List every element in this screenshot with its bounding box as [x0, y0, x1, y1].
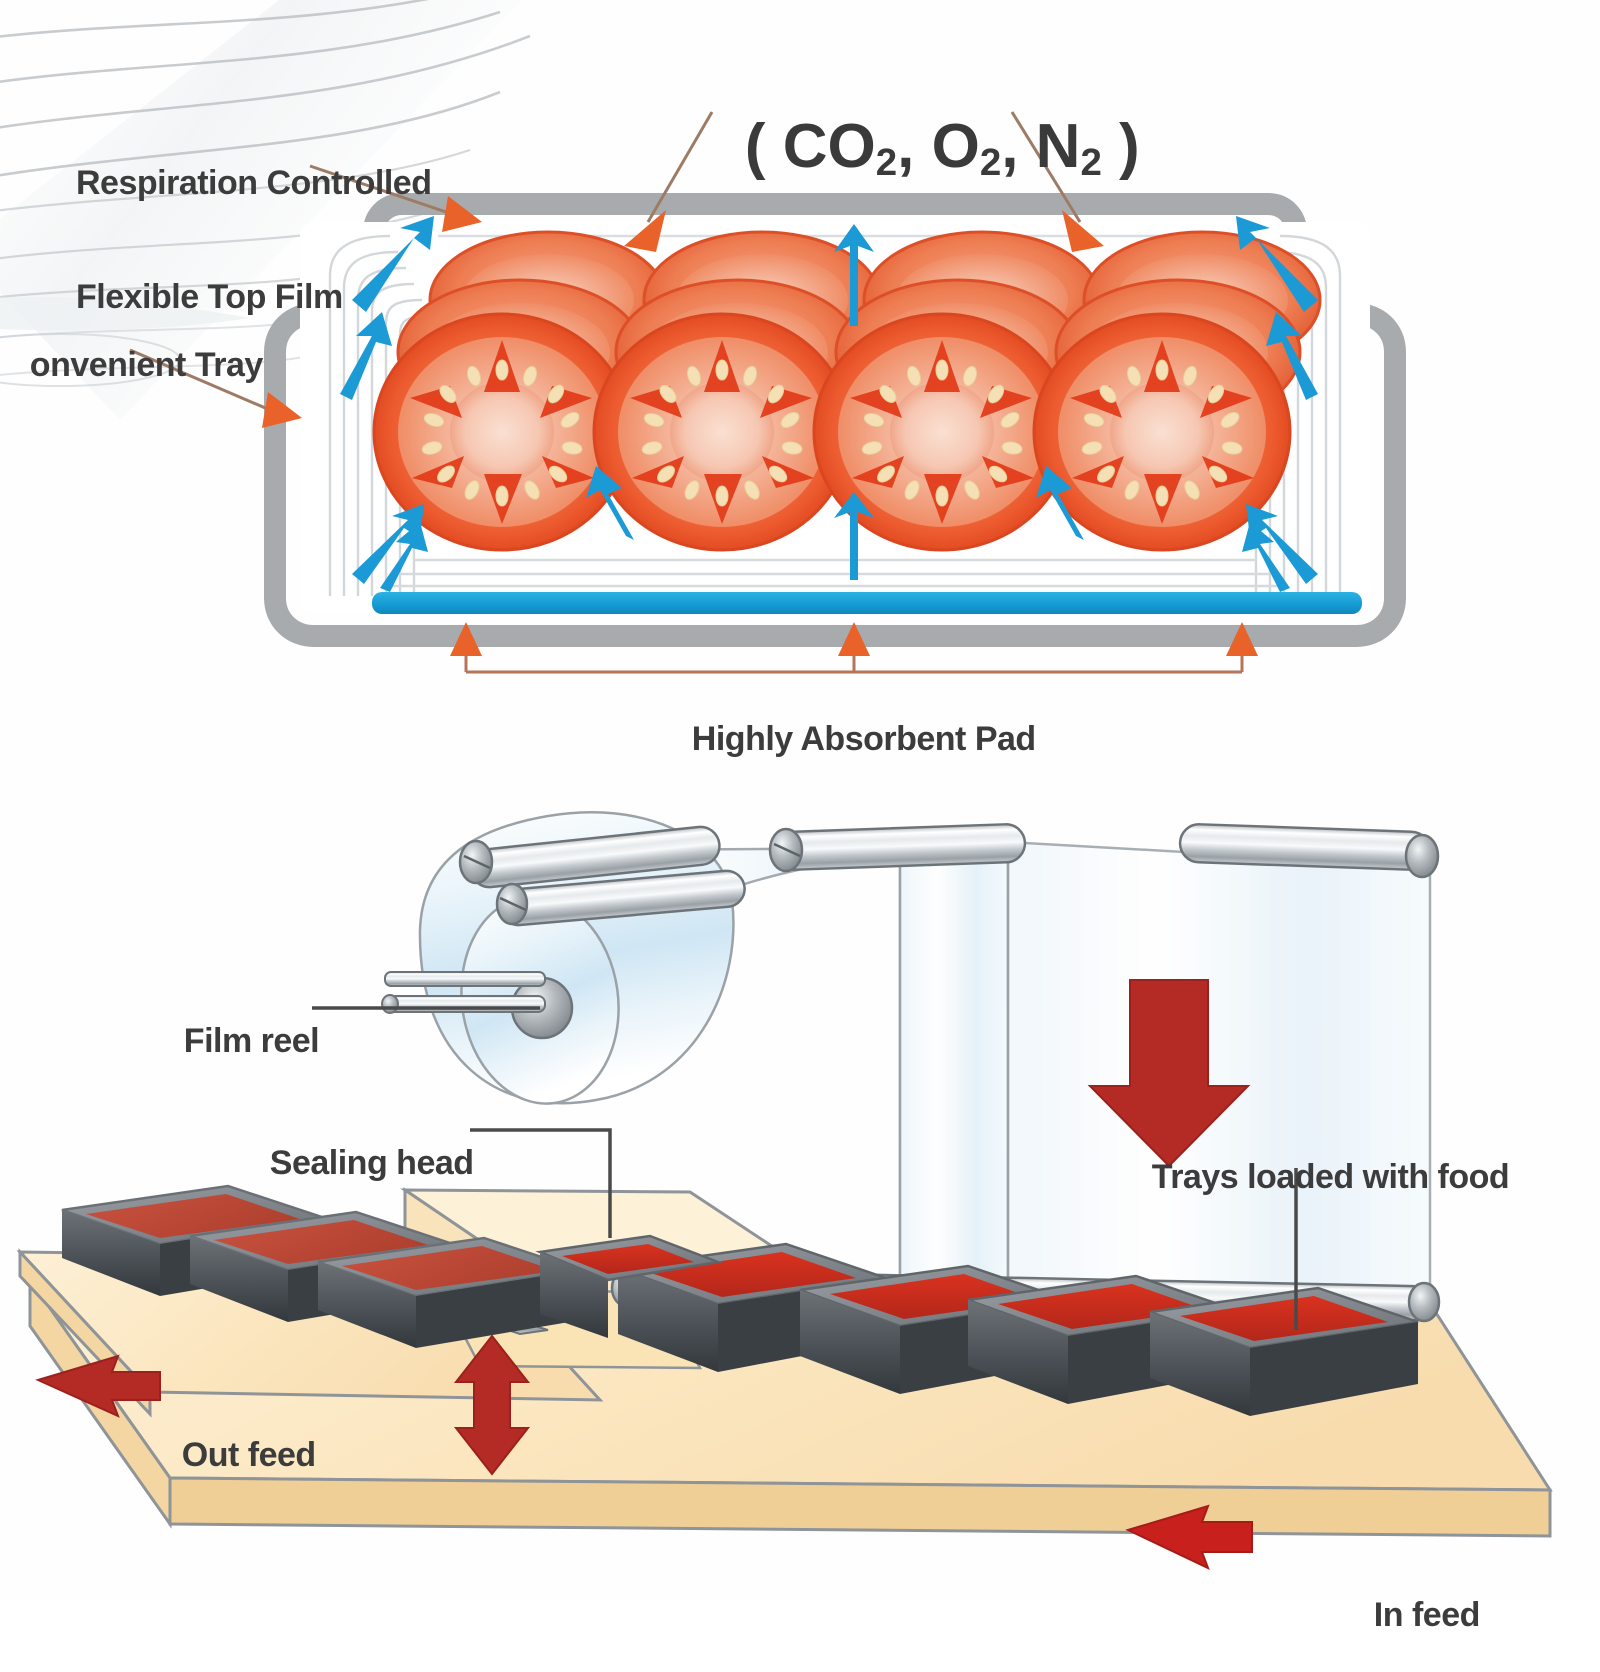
callout-convenient-tray: onvenient Tray [0, 308, 263, 422]
tomato-column-4 [1032, 230, 1322, 552]
process-arrows [35, 1334, 1253, 1570]
absorbent-pad-bar [372, 592, 1362, 614]
roller [458, 825, 721, 889]
callout-trays-loaded-text: Trays loaded with food [1151, 1158, 1510, 1197]
callout-top-film-line1: Respiration Controlled [76, 164, 432, 203]
callout-top-film: Respiration Controlled Flexible Top Film [76, 88, 432, 393]
tomato-column-3 [812, 230, 1102, 552]
film-direction-arrow-down [1087, 979, 1251, 1168]
film-reel-assembly [381, 811, 1441, 1323]
gas-o2: O2 [931, 112, 1002, 185]
in-feed-arrow [1125, 1504, 1253, 1570]
gas-n2: N2 [1035, 112, 1102, 185]
bottom-callout-leaders [312, 1006, 1298, 1330]
callout-absorbent-pad-text: Highly Absorbent Pad [691, 720, 1036, 759]
roller [768, 823, 1027, 873]
callout-film-reel-text: Film reel [183, 1022, 320, 1061]
sealed-tray [317, 1236, 582, 1348]
callout-in-feed: In feed [1338, 1558, 1481, 1672]
gas-sep-2: , [1001, 112, 1036, 181]
gas-paren-close: ) [1101, 112, 1140, 181]
gas-mixture-label: ( CO2, O2, N2 ) [676, 40, 1140, 253]
callout-sealing-head: Sealing head [234, 1106, 474, 1220]
callout-convenient-tray-text: onvenient Tray [29, 346, 263, 385]
loaded-tray [535, 1234, 723, 1338]
tomato-column-2 [592, 230, 882, 552]
sealed-trays-group [61, 1184, 582, 1348]
callout-trays-loaded: Trays loaded with food [1116, 1120, 1510, 1234]
gas-paren-open: ( [744, 112, 783, 181]
gas-co2: CO2 [782, 112, 898, 185]
roller [495, 869, 746, 927]
loaded-tray [1149, 1286, 1419, 1416]
callout-sealing-head-text: Sealing head [269, 1144, 474, 1183]
roller [1178, 823, 1440, 879]
tomato-column-1 [372, 230, 668, 552]
top-film-illustration [0, 0, 531, 420]
diagram-canvas: ( CO2, O2, N2 ) Respiration Controlled F… [0, 0, 1553, 1634]
out-feed-arrow [35, 1354, 161, 1418]
callout-absorbent-pad: Highly Absorbent Pad [656, 682, 1036, 796]
callout-top-film-line2: Flexible Top Film [76, 278, 343, 317]
sealing-head-updown-arrow [453, 1334, 531, 1476]
diagram-artwork [0, 0, 1553, 1570]
callout-out-feed-text: Out feed [181, 1436, 316, 1475]
callout-in-feed-text: In feed [1373, 1596, 1481, 1635]
top-callout-leaders [129, 111, 1104, 428]
gas-flow-arrows [340, 216, 1318, 592]
loaded-trays-group [535, 1234, 1419, 1416]
callout-film-reel: Film reel [148, 984, 320, 1098]
tray-cross-section [264, 193, 1406, 647]
gas-sep-1: , [897, 112, 932, 181]
callout-out-feed: Out feed [146, 1398, 316, 1512]
absorbent-pad-bracket [450, 622, 1258, 674]
